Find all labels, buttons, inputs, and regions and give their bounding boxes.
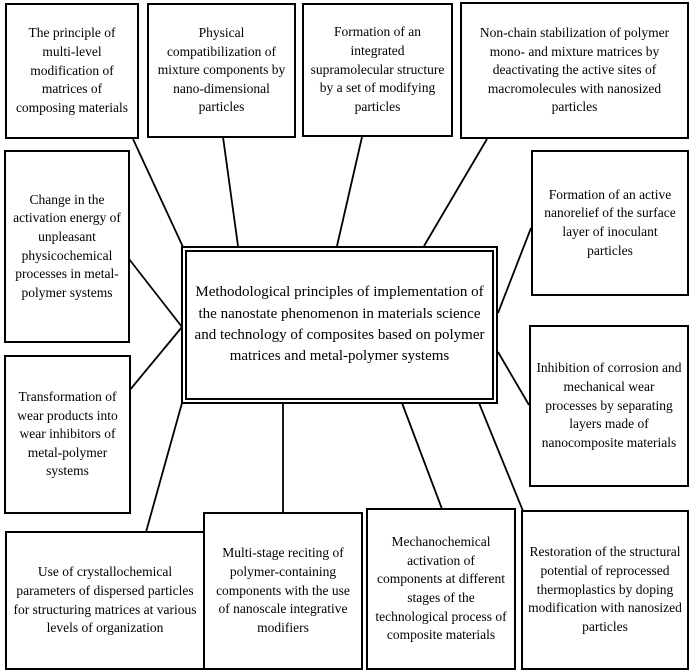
node-top-4: Non-chain stabilization of polymer mono-… <box>460 2 689 139</box>
connector-top-1-center <box>132 138 184 248</box>
connector-left-2-center <box>128 326 183 392</box>
connector-bottom-1-center <box>145 402 183 533</box>
connector-left-1-center <box>128 258 183 328</box>
node-top-3-label: Formation of an integrated supramolecula… <box>310 24 445 114</box>
center-node: Methodological principles of implementat… <box>181 246 498 404</box>
connector-right-2-center <box>497 351 530 406</box>
node-bottom-4: Restoration of the structural potential … <box>521 510 689 670</box>
connector-top-2-center <box>222 136 239 247</box>
node-top-4-label: Non-chain stabilization of polymer mono-… <box>479 24 670 115</box>
node-top-2-label: Physical compatibilization of mixture co… <box>157 24 286 115</box>
node-right-2-label: Inhibition of corrosion and mechanical w… <box>536 360 682 450</box>
center-node-inner-border: Methodological principles of implementat… <box>185 250 494 400</box>
connector-top-4-center <box>423 138 488 247</box>
node-bottom-1-label: Use of crystallochemical parameters of d… <box>13 564 197 636</box>
center-node-label: Methodological principles of implementat… <box>194 284 485 365</box>
node-top-1-label: The principle of multi-level modificatio… <box>15 25 129 115</box>
node-top-1: The principle of multi-level modificatio… <box>5 3 139 139</box>
node-bottom-2-label: Multi-stage reciting of polymer-containi… <box>216 545 350 635</box>
node-right-1: Formation of an active nanorelief of the… <box>531 150 689 296</box>
node-right-2: Inhibition of corrosion and mechanical w… <box>529 325 689 487</box>
connector-right-1-center <box>497 227 532 314</box>
connector-bottom-3-center <box>401 402 443 510</box>
connector-bottom-4-center <box>478 402 524 512</box>
node-top-2: Physical compatibilization of mixture co… <box>147 3 296 138</box>
node-bottom-3: Mechanochemical activation of components… <box>366 508 516 670</box>
node-top-3: Formation of an integrated supramolecula… <box>302 3 453 137</box>
node-left-2-label: Transformation of wear products into wea… <box>17 388 118 479</box>
node-left-1-label: Change in the activation energy of unple… <box>13 191 121 300</box>
node-bottom-3-label: Mechanochemical activation of components… <box>375 534 507 643</box>
node-left-2: Transformation of wear products into wea… <box>4 355 131 514</box>
node-right-1-label: Formation of an active nanorelief of the… <box>544 186 676 258</box>
node-bottom-1: Use of crystallochemical parameters of d… <box>5 531 205 670</box>
connector-top-3-center <box>336 136 363 247</box>
node-left-1: Change in the activation energy of unple… <box>4 150 130 343</box>
node-bottom-4-label: Restoration of the structural potential … <box>528 544 682 634</box>
node-bottom-2: Multi-stage reciting of polymer-containi… <box>203 512 363 670</box>
